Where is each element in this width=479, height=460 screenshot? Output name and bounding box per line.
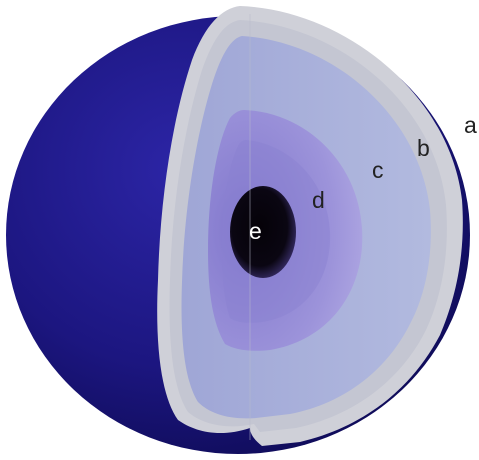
label-c: c bbox=[372, 157, 384, 183]
label-a: a bbox=[464, 112, 477, 138]
label-b: b bbox=[417, 135, 430, 161]
label-d: d bbox=[312, 187, 325, 213]
core-e bbox=[230, 186, 296, 278]
label-e: e bbox=[249, 218, 262, 244]
